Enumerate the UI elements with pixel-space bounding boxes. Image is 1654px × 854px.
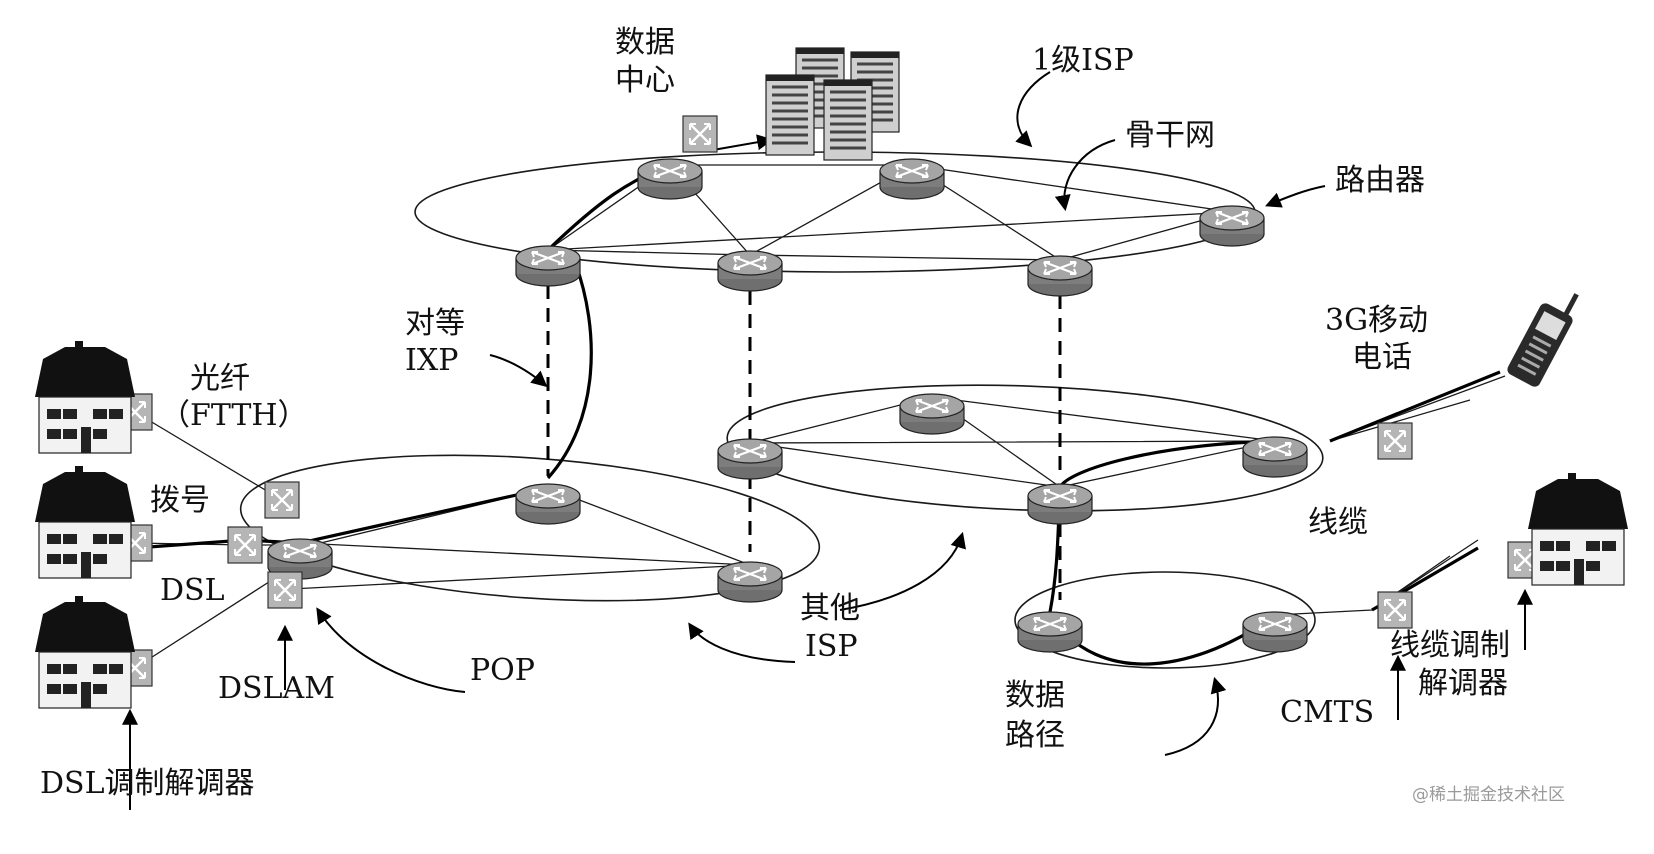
- server-rack-icon: [764, 73, 816, 157]
- router-icon: [1241, 610, 1309, 654]
- cable-modem-label-line1: 线缆调制: [1390, 628, 1510, 663]
- data-path-label-line2: 路径: [1005, 718, 1065, 753]
- peering-links: [546, 262, 1062, 600]
- router-label: 路由器: [1335, 163, 1425, 198]
- house-icon: [34, 465, 136, 579]
- router-icon: [1026, 254, 1094, 298]
- switch-icon: [263, 480, 301, 520]
- cable-label: 线缆: [1308, 505, 1368, 540]
- dslam-label: DSLAM: [218, 671, 335, 706]
- regional-isp-ring-right: [726, 384, 1324, 512]
- labels: 数据 中心 1级ISP 骨干网 路由器 对等 IXP 光纤 （FTTH） 拨号 …: [40, 25, 1565, 805]
- peering-label-line1: 对等: [405, 306, 465, 341]
- router-icon: [1241, 435, 1309, 479]
- dsl-label: DSL: [160, 573, 225, 608]
- data-center: [681, 46, 901, 162]
- cmts-label: CMTS: [1280, 695, 1374, 730]
- house-icon: [34, 595, 136, 709]
- switch-icon: [266, 570, 304, 610]
- cable-modem-label-line2: 解调器: [1418, 666, 1508, 701]
- data-path-route: [134, 163, 1501, 666]
- switch-icon: [226, 525, 264, 565]
- mobile-label-line1: 3G移动: [1325, 303, 1428, 338]
- router-icon: [514, 482, 582, 526]
- router-icon: [636, 157, 704, 201]
- dialup-label: 拨号: [150, 483, 210, 518]
- fiber-label-line2: （FTTH）: [160, 398, 308, 433]
- switch-icon: [1376, 590, 1414, 630]
- left-isp-links: [271, 487, 751, 591]
- mobile-phone-icon: [1507, 293, 1579, 387]
- router-icon: [898, 392, 966, 436]
- annotation-arrows: [122, 71, 1533, 810]
- backbone-label: 骨干网: [1125, 118, 1215, 153]
- right-isp-links: [749, 396, 1276, 488]
- regional-isp-ring-left: [239, 454, 821, 602]
- data-center-label-line1: 数据: [615, 25, 675, 60]
- data-center-label-line2: 中心: [615, 63, 675, 98]
- router-icon: [878, 157, 946, 201]
- peering-label-line2: IXP: [405, 343, 458, 378]
- switch-icon: [681, 114, 719, 154]
- router-icon: [716, 249, 784, 293]
- mobile-label-line2: 电话: [1352, 340, 1412, 375]
- router-icon: [1198, 204, 1266, 248]
- other-isp-label-line1: 其他: [800, 591, 860, 626]
- house-icon: [1527, 472, 1629, 586]
- dsl-modem-label: DSL调制解调器: [40, 766, 255, 801]
- data-path-label-line1: 数据: [1005, 678, 1065, 713]
- router-icon: [716, 560, 784, 604]
- switch-icon: [1376, 421, 1414, 461]
- router-icon: [514, 244, 582, 288]
- router-icon: [1026, 482, 1094, 526]
- server-rack-icon: [822, 78, 874, 162]
- router-icon: [716, 437, 784, 481]
- routers: [266, 157, 1309, 654]
- router-icon: [1016, 610, 1084, 654]
- house-icon: [34, 340, 136, 454]
- pop-label: POP: [470, 653, 535, 688]
- cable-isp-ring: [1014, 571, 1316, 669]
- tier1-mesh-links: [547, 164, 1233, 261]
- tier1-isp-label: 1级ISP: [1032, 43, 1134, 78]
- fiber-label-line1: 光纤: [190, 361, 250, 396]
- watermark: @稀土掘金技术社区: [1412, 785, 1565, 805]
- other-isp-label-line2: ISP: [805, 629, 858, 664]
